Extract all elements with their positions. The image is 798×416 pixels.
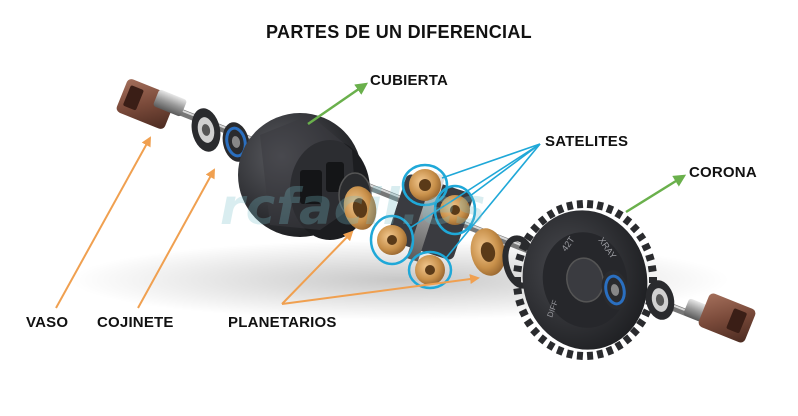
right-bearing-inner xyxy=(601,270,629,310)
watermark-text: rcfacil.es xyxy=(220,178,487,236)
ring-gear-tooth xyxy=(647,265,657,273)
ring-gear-tooth xyxy=(537,215,548,226)
ring-gear-tooth xyxy=(566,349,574,359)
label-cubierta: CUBIERTA xyxy=(370,72,448,89)
ring-gear-tooth xyxy=(636,232,647,242)
ring-gear-tooth xyxy=(586,199,594,209)
ring-gear-tooth xyxy=(555,345,565,356)
ring-gear-tooth xyxy=(518,308,529,318)
ring-gear-tooth xyxy=(513,287,523,295)
satellite-highlights xyxy=(369,163,477,290)
arrow-planetarios-right xyxy=(281,274,480,305)
arrow-corona xyxy=(625,174,687,214)
right-planetary-gear xyxy=(470,228,506,276)
ring-gear-tooth xyxy=(636,318,647,328)
ring-gear-tooth xyxy=(537,334,548,345)
ring-gear-tooth xyxy=(555,204,565,215)
ring-gear-tooth xyxy=(614,340,624,351)
ring-gear-tooth xyxy=(576,199,584,209)
ring-gear-tooth xyxy=(523,232,534,242)
arrow-satelite-top xyxy=(441,143,541,179)
ring-gear-tooth xyxy=(546,209,556,220)
ring-gear-tooth xyxy=(576,351,584,361)
ring-gear-tooth xyxy=(614,209,624,220)
satellite-gear-bottom xyxy=(415,255,445,285)
ring-gear-tooth xyxy=(641,308,652,318)
ring-gear-tooth xyxy=(622,215,633,226)
ring-gear-tooth xyxy=(586,351,594,361)
arrow-vaso xyxy=(55,136,151,309)
label-satelites: SATELITES xyxy=(545,133,629,150)
ring-gear-tooth xyxy=(515,298,525,307)
ring-gear-tooth xyxy=(530,326,541,337)
label-cojinete: COJINETE xyxy=(97,314,174,331)
ring-gear-tooth xyxy=(530,223,541,234)
label-corona: CORONA xyxy=(689,164,757,181)
ring-gear-tooth xyxy=(629,223,640,234)
satellite-gear-right xyxy=(440,195,470,225)
ring-gear-tooth xyxy=(629,326,640,337)
ring-gear-tooth xyxy=(641,242,652,252)
ring-gear-tooth xyxy=(605,204,615,215)
satellite-gear-top xyxy=(409,169,441,201)
left-planetary-gear xyxy=(343,186,377,230)
arrow-cojinete xyxy=(137,168,215,309)
ring-gear-tooth xyxy=(513,265,523,273)
ring-gear-tooth xyxy=(596,201,604,211)
ring-gear-tooth xyxy=(566,201,574,211)
left-bearing-outer xyxy=(191,108,221,152)
label-vaso: VASO xyxy=(26,314,69,331)
arrow-satelite-right xyxy=(469,143,541,197)
right-bearing-outer xyxy=(645,280,675,320)
arrow-satelite-bottom xyxy=(445,143,541,259)
left-outdrive-cup xyxy=(116,79,187,129)
pointer-arrows xyxy=(55,82,687,309)
ring-gear-tooth xyxy=(546,340,556,351)
ring-gear-tooth xyxy=(645,253,655,262)
arrow-planetarios-left xyxy=(281,230,354,305)
ring-gear-tooth xyxy=(515,253,525,262)
right-outdrive-cup xyxy=(683,293,756,343)
ring-gear-tooth xyxy=(596,349,604,359)
ring-gear-tooth xyxy=(622,334,633,345)
arrow-satelite-left xyxy=(409,143,541,229)
ring-gear-tooth xyxy=(523,318,534,328)
ring-gear: 42T XRAY DIFF xyxy=(513,199,657,361)
ring-gear-tooth xyxy=(518,242,529,252)
label-planetarios: PLANETARIOS xyxy=(228,314,337,331)
ring-gear-tooth xyxy=(513,277,521,283)
diagram-title: PARTES DE UN DIFERENCIAL xyxy=(266,22,532,42)
arrow-cubierta xyxy=(307,82,369,126)
satellite-gear-left xyxy=(377,225,407,255)
ring-gear-tooth xyxy=(605,345,615,356)
